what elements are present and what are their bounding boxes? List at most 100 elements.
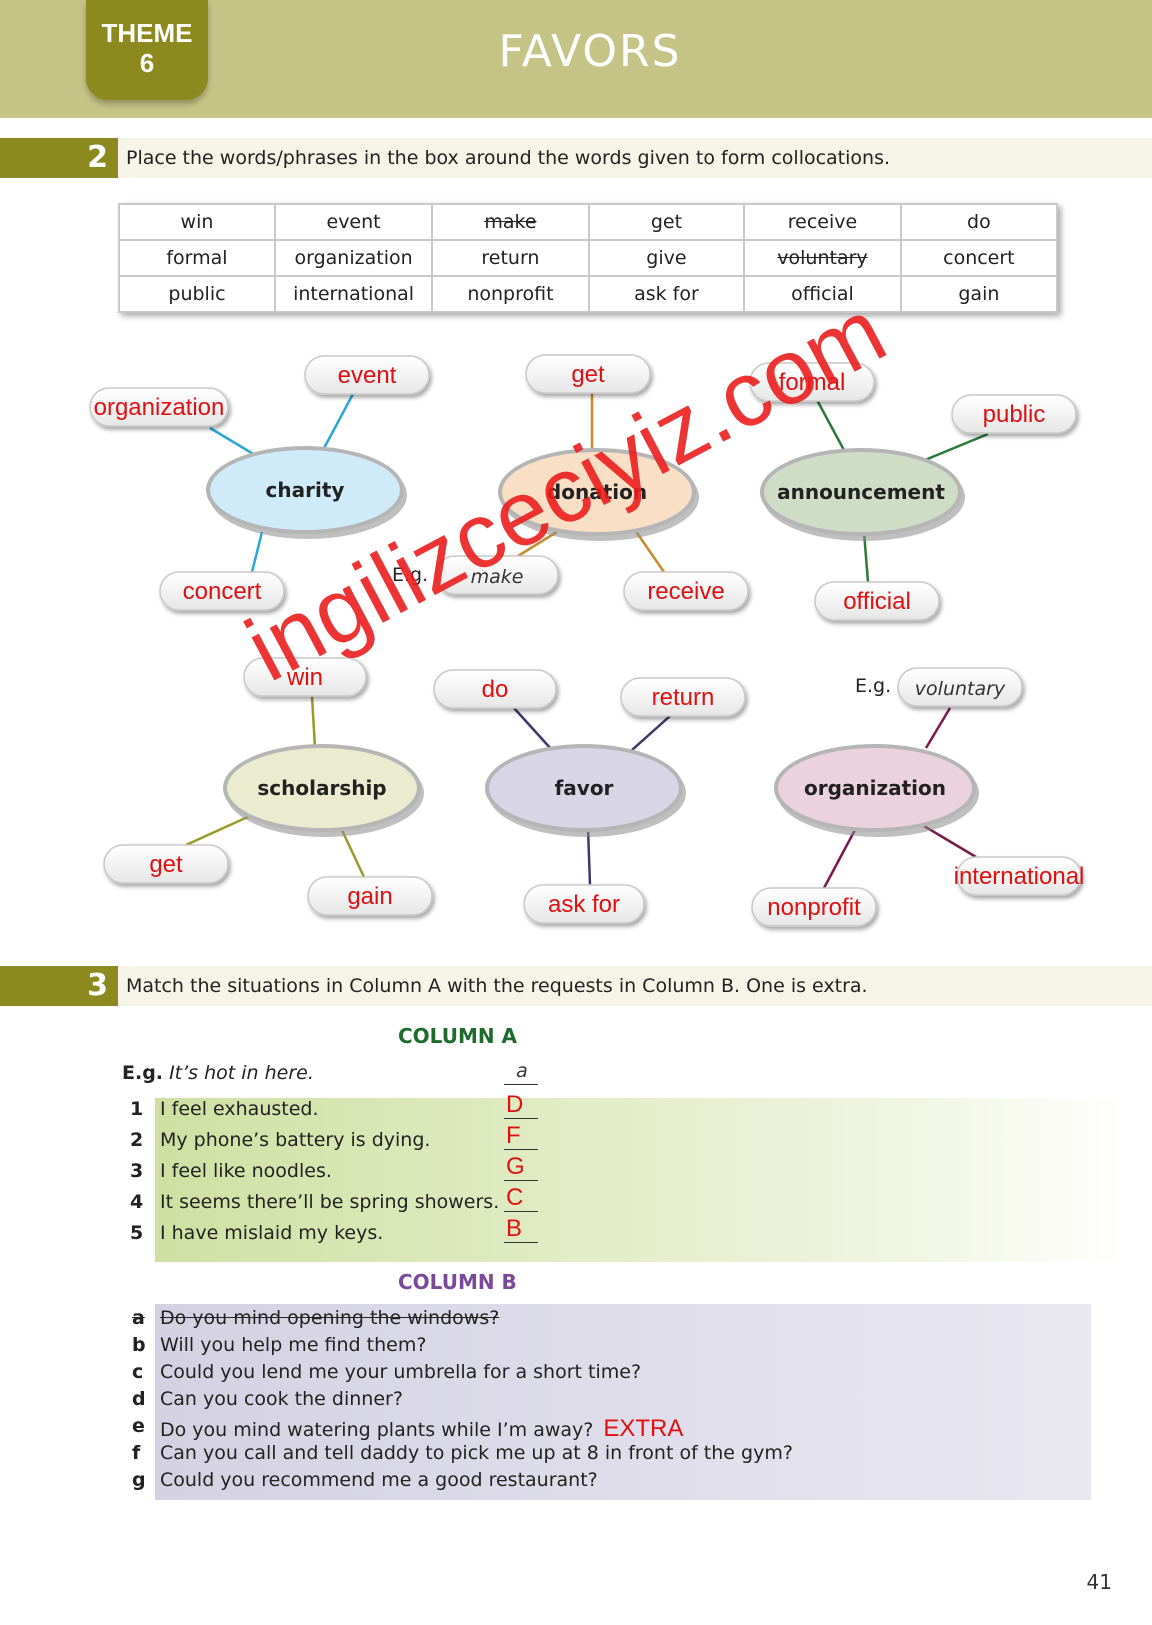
section-2-instruction: Place the words/phrases in the box aroun…: [126, 147, 891, 169]
column-a-answer[interactable]: G: [504, 1154, 538, 1181]
connector-line: [310, 695, 317, 749]
column-a-number: 1: [130, 1098, 144, 1120]
word-box-word: international: [293, 283, 415, 305]
pill-shape: [749, 362, 875, 402]
example-pill-text: voluntary: [915, 678, 1006, 700]
example-pill: voluntary: [897, 667, 1023, 707]
answer-pill-text: formal: [779, 369, 846, 396]
answer-pill-text: receive: [647, 578, 724, 605]
node-face: [227, 748, 417, 828]
answer-pill-text: official: [843, 588, 911, 615]
column-b-text: Can you call and tell daddy to pick me u…: [160, 1442, 793, 1464]
word-box-word: give: [646, 247, 687, 269]
section-3-header: 3 Match the situations in Column A with …: [0, 966, 1152, 1006]
word-box-word: make: [484, 211, 537, 233]
node-label-organization: organization: [804, 776, 946, 800]
column-a-answer[interactable]: C: [504, 1185, 538, 1212]
word-box-word: do: [967, 211, 991, 233]
answer-pill: get: [525, 354, 651, 394]
example-label: E.g.: [122, 1062, 164, 1084]
section-2-number: 2: [0, 138, 118, 178]
column-a-item: My phone’s battery is dying.: [160, 1129, 431, 1151]
section-3-number: 3: [0, 966, 118, 1006]
answer-pill: international: [954, 856, 1085, 896]
pill-shape: [525, 354, 651, 394]
word-box-cell: make: [431, 203, 590, 241]
pill-shape: [523, 884, 645, 924]
connector-line: [631, 715, 671, 751]
answer-pill: concert: [159, 571, 285, 611]
connector-line: [923, 824, 977, 859]
example-label: E.g.: [855, 675, 891, 697]
column-b-text: Could you lend me your umbrella for a sh…: [160, 1361, 642, 1383]
node-label-donation: donation: [547, 480, 647, 504]
word-box-word: nonprofit: [467, 283, 554, 305]
word-box-cell: international: [273, 275, 434, 313]
word-box-word: return: [481, 247, 540, 269]
map-node-announcement: announcement: [760, 448, 965, 541]
column-b-letter: b: [132, 1334, 146, 1356]
column-a-item: I feel exhausted.: [160, 1098, 319, 1120]
pill-shape: [89, 387, 229, 427]
word-box-cell: formal: [118, 239, 276, 277]
map-node-favor: favor: [485, 744, 686, 837]
column-b-item: Do you mind opening the windows?: [160, 1307, 499, 1329]
column-a-answer[interactable]: B: [504, 1216, 538, 1243]
connector-line: [209, 426, 256, 457]
column-b-item: Could you lend me your umbrella for a sh…: [160, 1361, 641, 1383]
connector-line: [586, 827, 592, 886]
connector-line: [513, 707, 553, 751]
answer-pill-text: gain: [347, 883, 392, 910]
column-a-number: 4: [130, 1191, 144, 1213]
word-box-word: win: [180, 211, 214, 233]
column-b-item: Can you cook the dinner?: [160, 1388, 403, 1410]
answer-pill-text: win: [286, 664, 323, 691]
word-box-word: voluntary: [777, 247, 868, 269]
answer-pill-text: organization: [94, 394, 225, 421]
answer-pill: gain: [307, 876, 433, 916]
word-box-cell: official: [743, 275, 902, 313]
node-face: [502, 452, 692, 532]
page-number: 41: [1086, 1570, 1112, 1594]
pill-shape: [951, 394, 1077, 434]
column-a-number: 2: [130, 1129, 144, 1151]
pill-shape: [103, 844, 229, 884]
example-text: It’s hot in here.: [169, 1062, 314, 1084]
section-3-instruction: Match the situations in Column A with th…: [126, 975, 868, 997]
column-a-answer[interactable]: D: [504, 1092, 538, 1119]
column-b-item: Will you help me find them?: [160, 1334, 426, 1356]
column-b-letter: g: [132, 1469, 146, 1491]
answer-pill-text: nonprofit: [767, 894, 861, 921]
answer-pill: official: [814, 581, 940, 621]
answer-pill: event: [304, 355, 430, 395]
pill-shape: [623, 571, 749, 611]
column-b-text: Do you mind opening the windows?: [160, 1307, 500, 1329]
column-b-item: Do you mind watering plants while I’m aw…: [160, 1415, 683, 1443]
answer-pill-text: do: [482, 676, 509, 703]
word-box-cell: nonprofit: [431, 275, 590, 313]
word-box-cell: concert: [899, 239, 1059, 277]
connector-line: [185, 813, 253, 847]
map-node-charity: charity: [206, 446, 407, 539]
connector-line: [320, 391, 356, 453]
node-face: [210, 450, 400, 530]
pill-shape: [897, 667, 1023, 707]
answer-pill-text: international: [954, 863, 1085, 890]
column-a-answer[interactable]: F: [504, 1123, 538, 1150]
answer-pill: ask for: [523, 884, 645, 924]
section-2-header: 2 Place the words/phrases in the box aro…: [0, 138, 1152, 178]
word-box-word: concert: [943, 247, 1015, 269]
word-box-word: public: [168, 283, 226, 305]
answer-pill-text: public: [983, 401, 1046, 428]
column-b-text: Do you mind watering plants while I’m aw…: [160, 1419, 594, 1441]
word-box-cell: ask for: [587, 275, 746, 313]
node-label-scholarship: scholarship: [257, 776, 386, 800]
answer-pill: nonprofit: [751, 887, 877, 927]
column-a-item: It seems there’ll be spring showers.: [160, 1191, 500, 1213]
word-box-cell: public: [118, 275, 276, 313]
column-a-title: COLUMN A: [398, 1024, 518, 1048]
